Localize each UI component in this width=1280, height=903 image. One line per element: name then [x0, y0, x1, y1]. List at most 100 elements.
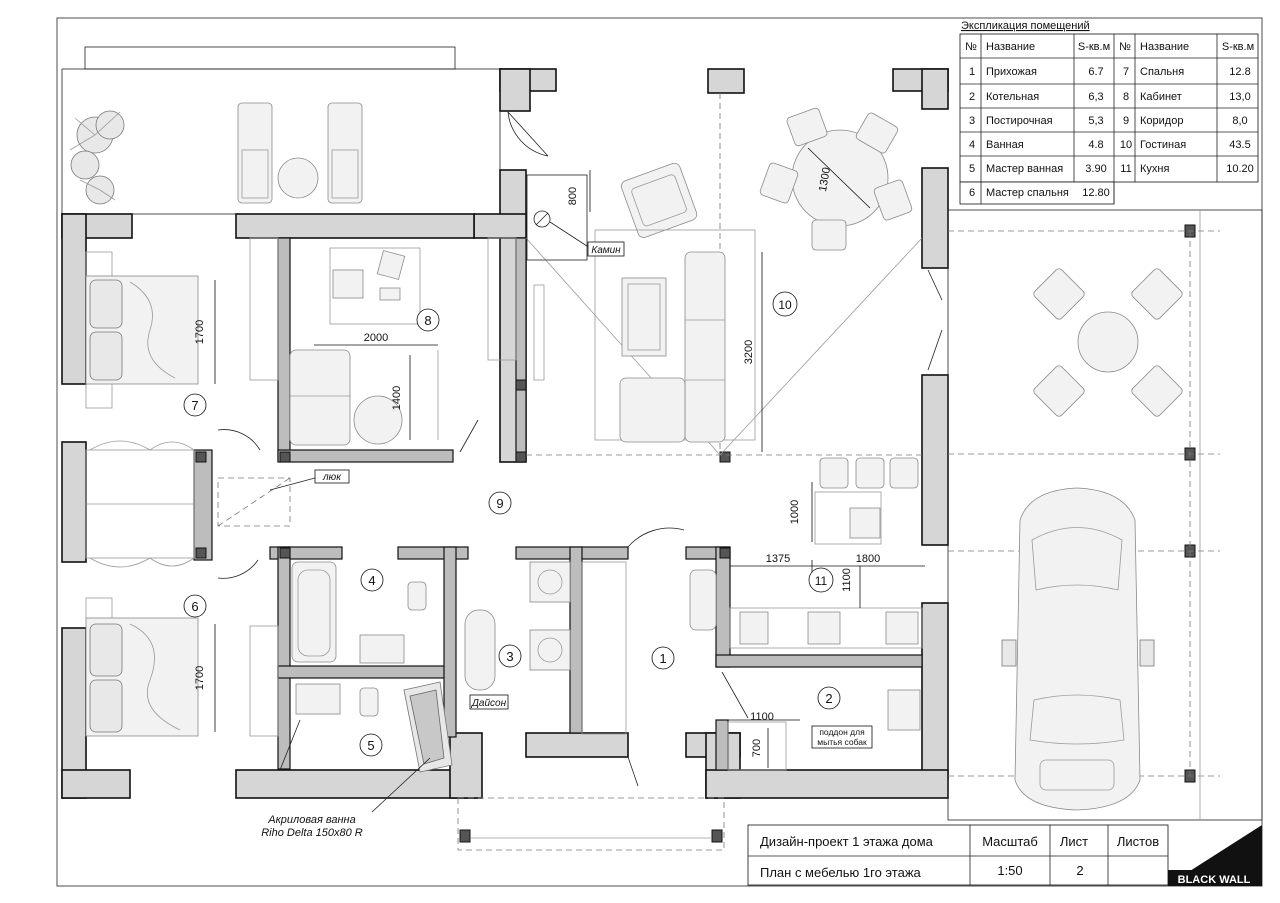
table-row: 5 Мастер ванная 3.90 11 Кухня 10.20: [969, 163, 1254, 175]
room-number-9: 9: [496, 496, 503, 511]
scale-label: Масштаб: [982, 834, 1038, 849]
svg-text:Кабинет: Кабинет: [1140, 91, 1182, 103]
room-number-7: 7: [191, 398, 198, 413]
living-dimensions: 800 1300 3200: [567, 147, 871, 452]
dim-1700-b: 1700: [194, 666, 206, 690]
fireplace-icon: [526, 174, 588, 261]
svg-text:6: 6: [969, 187, 975, 199]
table-row: 6 Мастер спальня 12.80: [969, 187, 1110, 199]
tray-label-1: поддон для: [819, 727, 865, 737]
tv-unit: [533, 284, 545, 381]
svg-text:4: 4: [969, 139, 975, 151]
dim-1000: 1000: [789, 500, 801, 524]
table-row: 1 Прихожая 6.7 7 Спальня 12.8: [969, 66, 1251, 78]
sun-lounger-icon: [327, 102, 363, 204]
armchair-icon: [620, 162, 698, 238]
room-number-1: 1: [659, 651, 666, 666]
dim-2000: 2000: [364, 332, 388, 344]
svg-text:Коридор: Коридор: [1140, 115, 1183, 127]
room-number-11: 11: [815, 574, 828, 588]
dining-table-icon: [759, 107, 913, 251]
svg-text:Ванная: Ванная: [986, 139, 1024, 151]
svg-text:5: 5: [969, 163, 975, 175]
coffee-table-icon: [621, 277, 667, 357]
col-num-header-right: №: [1119, 41, 1131, 53]
scale-value: 1:50: [997, 863, 1022, 878]
dim-700: 700: [751, 739, 763, 757]
svg-text:12.8: 12.8: [1229, 66, 1250, 78]
col-name-header-right: Название: [1140, 41, 1189, 53]
hatch-label: люк: [322, 472, 342, 483]
col-num-header-left: №: [965, 41, 977, 53]
svg-text:3.90: 3.90: [1085, 163, 1106, 175]
office: 2000 1400: [289, 237, 517, 453]
sheets-label: Листов: [1117, 834, 1159, 849]
svg-text:10: 10: [1120, 139, 1132, 151]
dim-3200: 3200: [743, 340, 755, 364]
col-name-header-left: Название: [986, 41, 1035, 53]
title-block: Дизайн-проект 1 этажа дома План с мебель…: [747, 824, 1262, 886]
room-numbers: 1 2 3 4 5 6 7 8 9 10 11: [183, 291, 841, 757]
kitchen: 1000 1375 1800 1100: [627, 457, 925, 787]
svg-text:Мастер ванная: Мастер ванная: [986, 163, 1063, 175]
room-number-2: 2: [825, 691, 832, 706]
svg-text:43.5: 43.5: [1229, 139, 1250, 151]
car-icon: [1001, 487, 1155, 811]
col-area-header-left: S-кв.м: [1078, 41, 1110, 53]
fireplace-label: Камин: [591, 245, 621, 256]
table-row: 4 Ванная 4.8 10 Гостиная 43.5: [969, 139, 1251, 151]
bathroom-4: [291, 561, 427, 664]
bedroom-6: 1700: [85, 559, 301, 771]
svg-text:4.8: 4.8: [1088, 139, 1103, 151]
dim-1100-a: 1100: [841, 568, 853, 592]
sofa-icon: [619, 251, 726, 443]
room-number-6: 6: [191, 599, 198, 614]
plant-icon: [69, 110, 125, 205]
explication-table: Экспликация помещений № Название S-кв.м …: [959, 20, 1259, 205]
svg-text:Гостиная: Гостиная: [1140, 139, 1186, 151]
svg-text:Прихожая: Прихожая: [986, 66, 1037, 78]
outdoor-table-icon: [1033, 268, 1183, 417]
sheet-value: 2: [1076, 863, 1083, 878]
svg-text:Спальня: Спальня: [1140, 66, 1184, 78]
svg-text:Кухня: Кухня: [1140, 163, 1169, 175]
svg-text:7: 7: [1123, 66, 1129, 78]
side-table-icon: [277, 157, 319, 199]
table-row: 2 Котельная 6,3 8 Кабинет 13,0: [969, 91, 1251, 103]
sun-lounger-icon: [237, 102, 273, 204]
svg-text:6.7: 6.7: [1088, 66, 1103, 78]
walls: [61, 68, 949, 799]
sheet-label: Лист: [1060, 834, 1088, 849]
dyson-label: Дайсон: [471, 698, 507, 709]
svg-text:Мастер спальня: Мастер спальня: [986, 187, 1069, 199]
tray-label-2: мытья собак: [817, 737, 867, 747]
dim-800: 800: [567, 187, 579, 205]
dim-1700-a: 1700: [194, 320, 206, 344]
svg-text:1: 1: [969, 66, 975, 78]
brand-logo: BLACK WALL: [1168, 825, 1262, 886]
dim-1300: 1300: [817, 166, 833, 192]
bath-label-2: Riho Delta 150x80 R: [261, 827, 363, 839]
svg-text:2: 2: [969, 91, 975, 103]
svg-text:9: 9: [1123, 115, 1129, 127]
brand-name: BLACK WALL: [1178, 874, 1251, 886]
table-row: 3 Постирочная 5,3 9 Коридор 8,0: [969, 115, 1248, 127]
room-number-5: 5: [367, 738, 374, 753]
dim-1100-b: 1100: [750, 711, 774, 723]
room-number-8: 8: [424, 313, 431, 328]
living-room: Камин: [507, 93, 943, 456]
room-number-3: 3: [506, 649, 513, 664]
sheet-title: План с мебелью 1го этажа: [760, 865, 922, 880]
svg-text:8,0: 8,0: [1232, 115, 1247, 127]
explication-title: Экспликация помещений: [961, 20, 1090, 32]
project-title: Дизайн-проект 1 этажа дома: [760, 834, 934, 849]
svg-text:Котельная: Котельная: [986, 91, 1039, 103]
svg-text:8: 8: [1123, 91, 1129, 103]
entrance-porch: [457, 797, 725, 851]
laundry-room: Дайсон: [464, 561, 627, 735]
room-number-4: 4: [368, 573, 375, 588]
bath-label-1: Акриловая ванна: [267, 814, 355, 826]
terrace-area: [61, 46, 501, 215]
room-number-10: 10: [778, 298, 792, 312]
